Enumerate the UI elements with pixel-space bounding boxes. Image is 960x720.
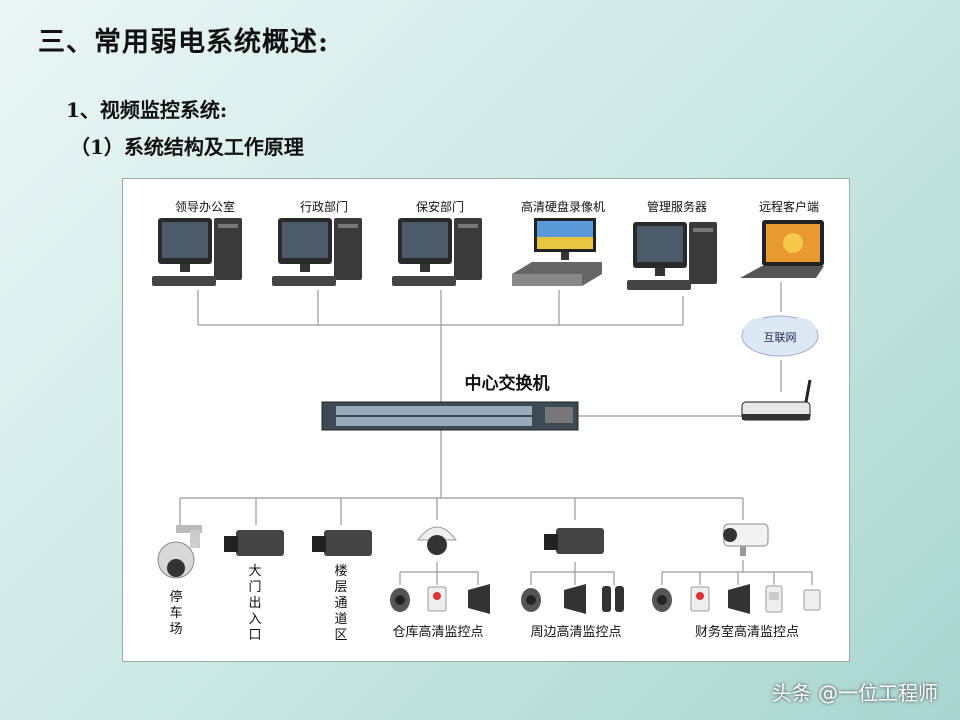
panic-button-icon	[427, 586, 447, 612]
box-camera-icon	[224, 530, 284, 556]
camera-label-gate: 大门出入口	[248, 564, 261, 643]
horn-speaker-icon	[728, 584, 750, 614]
horn-speaker-icon	[564, 584, 586, 614]
siren-icon	[652, 588, 672, 612]
subsection-heading: （1）系统结构及工作原理	[70, 135, 304, 159]
diagram-panel	[122, 178, 850, 662]
internet-label: 互联网	[764, 331, 797, 344]
top-bus-connector	[197, 282, 782, 498]
panic-button-icon	[690, 586, 710, 612]
camera-label-parking: 停车场	[169, 589, 182, 637]
bottom-bus-connector	[179, 497, 813, 585]
desktop-pc-icon	[272, 218, 362, 286]
ptz-dome-camera-icon	[157, 525, 202, 579]
node-label-nvr: 高清硬盘录像机	[521, 199, 605, 214]
group-label-finance: 财务室高清监控点	[695, 624, 799, 640]
node-label-server: 管理服务器	[647, 199, 707, 214]
siren-icon	[390, 588, 410, 612]
dome-camera-icon	[417, 526, 457, 555]
camera-label-floor-corridor: 楼层通道区	[334, 564, 347, 643]
door-contact-icon	[803, 589, 821, 611]
siren-icon	[521, 588, 541, 612]
box-camera-icon	[312, 530, 372, 556]
watermark: 头条 @一位工程师	[771, 681, 938, 705]
desktop-pc-icon	[152, 218, 242, 286]
cloud-icon	[741, 315, 819, 357]
box-camera-icon	[544, 528, 604, 554]
slide-title: 三、常用弱电系统概述:	[38, 27, 329, 58]
node-label-remote-client: 远程客户端	[759, 199, 819, 214]
switch-icon	[321, 401, 579, 431]
nvr-recorder-icon	[512, 218, 602, 286]
server-pc-icon	[627, 222, 717, 290]
laptop-icon	[740, 220, 824, 278]
node-label-leader-office: 领导办公室	[175, 199, 235, 214]
horn-speaker-icon	[468, 584, 490, 614]
node-label-admin-dept: 行政部门	[300, 199, 348, 214]
node-label-security-dept: 保安部门	[416, 199, 464, 214]
desktop-pc-icon	[392, 218, 482, 286]
section-heading: 1、视频监控系统:	[66, 98, 228, 122]
router-icon	[741, 379, 812, 421]
group-label-warehouse: 仓库高清监控点	[392, 624, 483, 640]
bullet-camera-icon	[723, 523, 769, 556]
beam-detector-icon	[602, 586, 624, 612]
group-label-perimeter: 周边高清监控点	[530, 624, 621, 640]
pir-sensor-icon	[765, 585, 783, 613]
switch-label: 中心交换机	[465, 373, 550, 394]
